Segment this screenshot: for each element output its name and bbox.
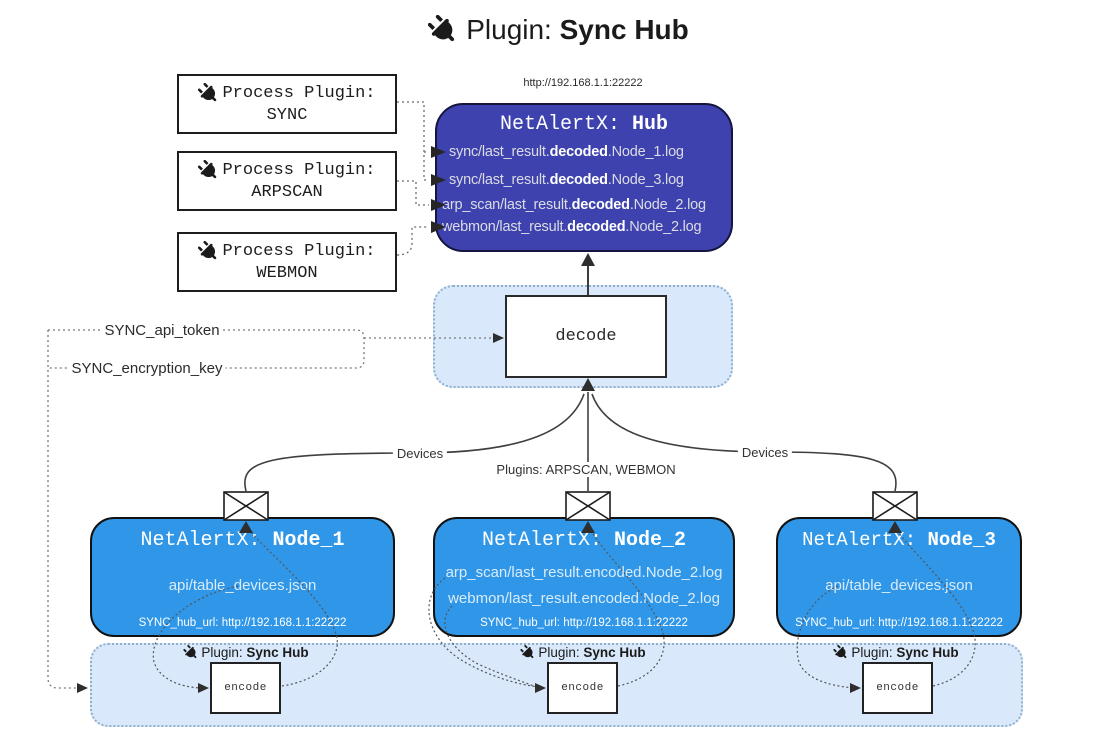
encode-box: encode bbox=[547, 662, 618, 714]
process-plugin-box-webmon: Process Plugin: WEBMON bbox=[177, 232, 397, 292]
node-file-line: api/table_devices.json bbox=[825, 576, 973, 594]
process-plugin-label: Process Plugin: bbox=[222, 84, 376, 103]
plugin-sync-hub-label: Plugin: Sync Hub bbox=[183, 645, 309, 660]
node-hub-url: SYNC_hub_url: http://192.168.1.1:22222 bbox=[795, 617, 1003, 629]
node-hub-url: SYNC_hub_url: http://192.168.1.1:22222 bbox=[480, 617, 688, 629]
decode-box: decode bbox=[505, 295, 667, 378]
plug-icon bbox=[183, 645, 197, 659]
process-plugin-label: Process Plugin: bbox=[222, 242, 376, 261]
envelope-icon bbox=[565, 491, 611, 521]
label-sync-encryption-key: SYNC_encryption_key bbox=[68, 360, 226, 377]
node-box-node-3: NetAlertX: Node_3 api/table_devices.json… bbox=[776, 517, 1022, 637]
envelope-icon bbox=[223, 491, 269, 521]
plug-icon bbox=[833, 645, 847, 659]
process-plugin-box-arpscan: Process Plugin: ARPSCAN bbox=[177, 151, 397, 211]
plug-icon bbox=[198, 83, 217, 102]
plugin-sync-hub-label: Plugin: Sync Hub bbox=[520, 645, 646, 660]
plugin-connectors bbox=[396, 101, 429, 256]
process-plugin-name: WEBMON bbox=[256, 264, 318, 283]
node-file-line: api/table_devices.json bbox=[168, 576, 317, 594]
plugin-sync-hub-label: Plugin: Sync Hub bbox=[833, 645, 959, 660]
label-devices-right: Devices bbox=[737, 445, 793, 460]
plug-icon bbox=[198, 160, 217, 179]
hub-log-line: arp_scan/last_result.decoded.Node_2.log bbox=[442, 197, 706, 213]
hub-url: http://192.168.1.1:22222 bbox=[523, 77, 643, 89]
process-plugin-name: ARPSCAN bbox=[251, 183, 323, 202]
hub-title: NetAlertX: Hub bbox=[499, 113, 669, 136]
hub-log-line: webmon/last_result.decoded.Node_2.log bbox=[442, 219, 702, 235]
process-plugin-label: Process Plugin: bbox=[222, 161, 376, 180]
label-plugins-center: Plugins: ARPSCAN, WEBMON bbox=[492, 462, 680, 477]
node-file-line: arp_scan/last_result.encoded.Node_2.log bbox=[445, 563, 723, 581]
encode-box: encode bbox=[210, 662, 281, 714]
hub-box bbox=[435, 103, 733, 252]
node-title: NetAlertX: Node_1 bbox=[140, 529, 345, 552]
envelope-icon bbox=[872, 491, 918, 521]
process-plugin-box-sync: Process Plugin: SYNC bbox=[177, 74, 397, 134]
node-title: NetAlertX: Node_2 bbox=[481, 529, 687, 552]
hub-log-line: sync/last_result.decoded.Node_1.log bbox=[449, 144, 684, 160]
label-sync-api-token: SYNC_api_token bbox=[101, 322, 223, 339]
node-box-node-1: NetAlertX: Node_1 api/table_devices.json… bbox=[90, 517, 395, 637]
node-title: NetAlertX: Node_3 bbox=[802, 529, 996, 551]
node-hub-url: SYNC_hub_url: http://192.168.1.1:22222 bbox=[138, 617, 347, 629]
settings-arrowheads bbox=[77, 333, 504, 693]
label-devices-left: Devices bbox=[392, 446, 448, 461]
node-file-line: webmon/last_result.encoded.Node_2.log bbox=[448, 589, 720, 607]
hub-log-line: sync/last_result.decoded.Node_3.log bbox=[449, 172, 684, 188]
encode-box: encode bbox=[862, 662, 933, 714]
page-title: Plugin: Sync Hub bbox=[0, 14, 1117, 46]
node-box-node-2: NetAlertX: Node_2 arp_scan/last_result.e… bbox=[433, 517, 735, 637]
plug-icon bbox=[428, 15, 455, 42]
plug-icon bbox=[520, 645, 534, 659]
process-plugin-name: SYNC bbox=[266, 106, 308, 125]
plug-icon bbox=[198, 241, 217, 260]
page-title-text: Plugin: Sync Hub bbox=[466, 14, 689, 45]
